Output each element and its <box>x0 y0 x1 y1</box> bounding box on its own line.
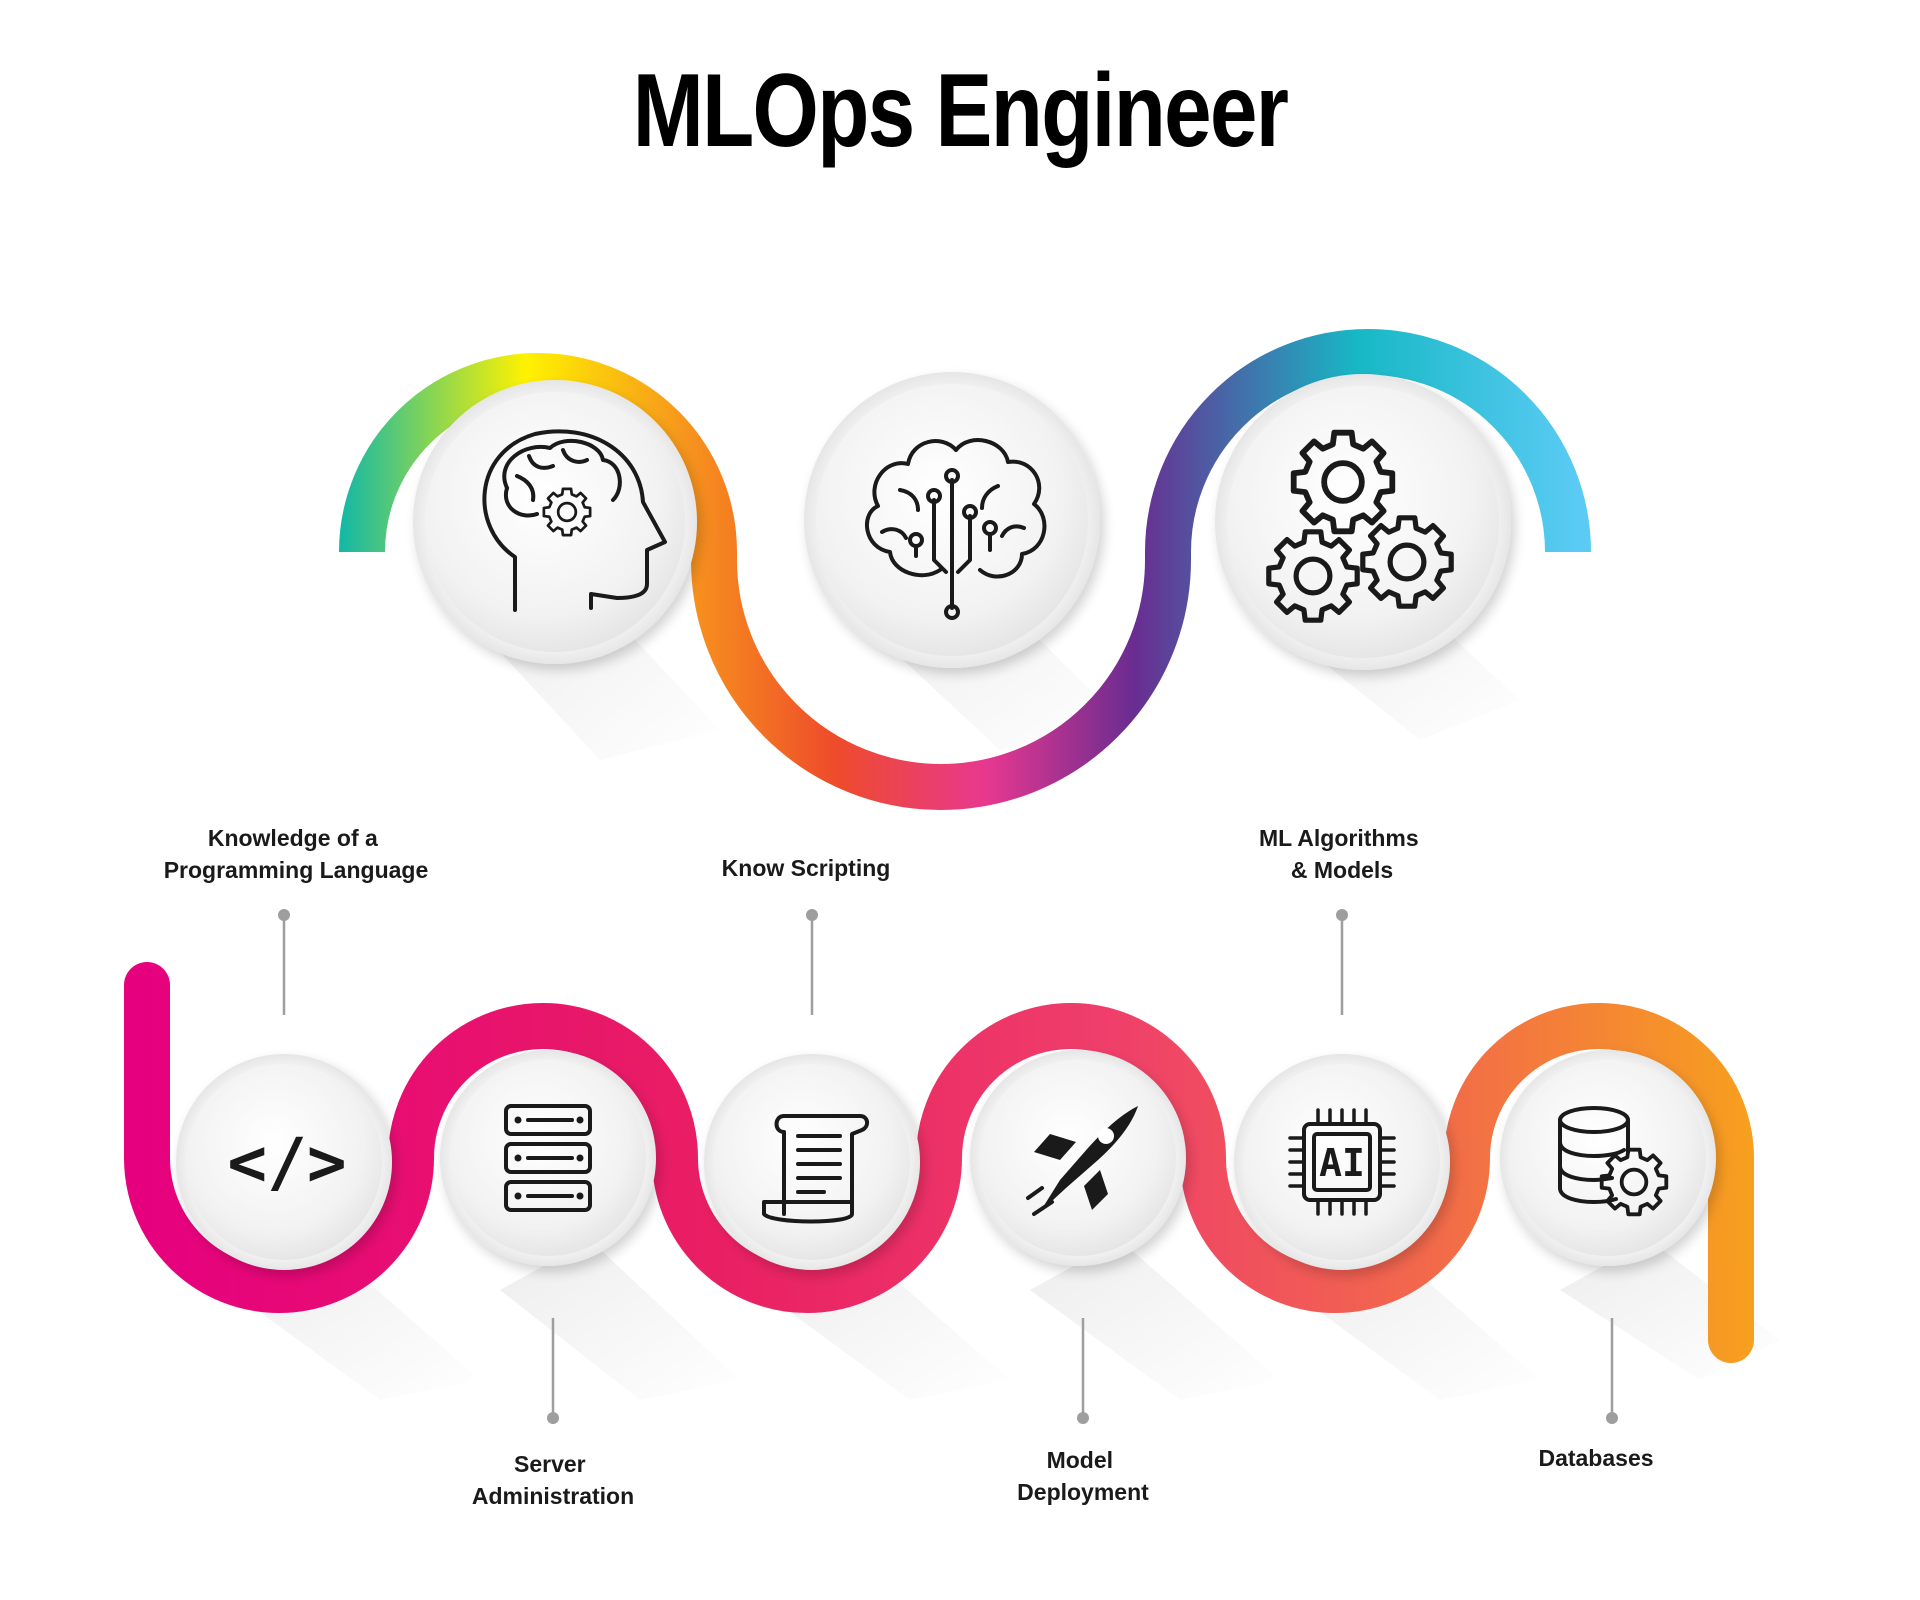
connectors <box>278 909 1618 1424</box>
server-icon <box>504 1104 592 1212</box>
top-disc-3 <box>1215 374 1511 670</box>
bottom-gradient-path <box>124 962 1754 1363</box>
skill-disc-5 <box>1234 1054 1450 1270</box>
skill-label-4-line-2: Deployment <box>1017 1479 1149 1505</box>
head-gear-icon <box>482 429 667 612</box>
skill-label-5-line-1: ML Algorithms <box>1259 825 1419 851</box>
skill-label-1-line-2: Programming Language <box>164 857 429 883</box>
skill-disc-1 <box>176 1054 392 1270</box>
skill-label-4-line-1: Model <box>1047 1447 1113 1473</box>
skill-label-6: Databases <box>1538 1445 1653 1471</box>
top-disc-1 <box>413 380 697 664</box>
top-gradient-path <box>339 329 1591 810</box>
ai-chip-text: AI <box>1319 1141 1365 1185</box>
skill-disc-4 <box>970 1050 1186 1266</box>
skill-label-2: Server Administration <box>472 1451 634 1509</box>
code-icon: </> <box>227 1124 346 1201</box>
skill-label-1-line-1: Knowledge of a <box>208 825 378 851</box>
top-wave <box>339 329 1591 810</box>
skill-label-1: Knowledge of a Programming Language <box>164 825 429 883</box>
script-scroll-icon <box>762 1114 869 1224</box>
rocket-icon <box>1026 1106 1138 1216</box>
skill-label-6-line-1: Databases <box>1538 1445 1653 1471</box>
skill-label-4: Model Deployment <box>1017 1447 1149 1505</box>
skill-label-2-line-1: Server <box>514 1451 586 1477</box>
skill-label-5-line-2: & Models <box>1291 857 1393 883</box>
skill-label-2-line-2: Administration <box>472 1483 634 1509</box>
skill-label-3-line-1: Know Scripting <box>722 855 891 881</box>
database-gear-icon <box>1558 1106 1669 1217</box>
skill-label-3: Know Scripting <box>722 855 891 881</box>
bottom-wave: </> <box>124 825 1780 1509</box>
circuit-brain-icon <box>865 438 1047 620</box>
skill-label-5: ML Algorithms & Models <box>1259 825 1425 883</box>
ai-chip-icon: AI <box>1288 1108 1396 1216</box>
page-title: MLOps Engineer <box>632 53 1289 169</box>
skill-disc-6 <box>1500 1050 1716 1266</box>
